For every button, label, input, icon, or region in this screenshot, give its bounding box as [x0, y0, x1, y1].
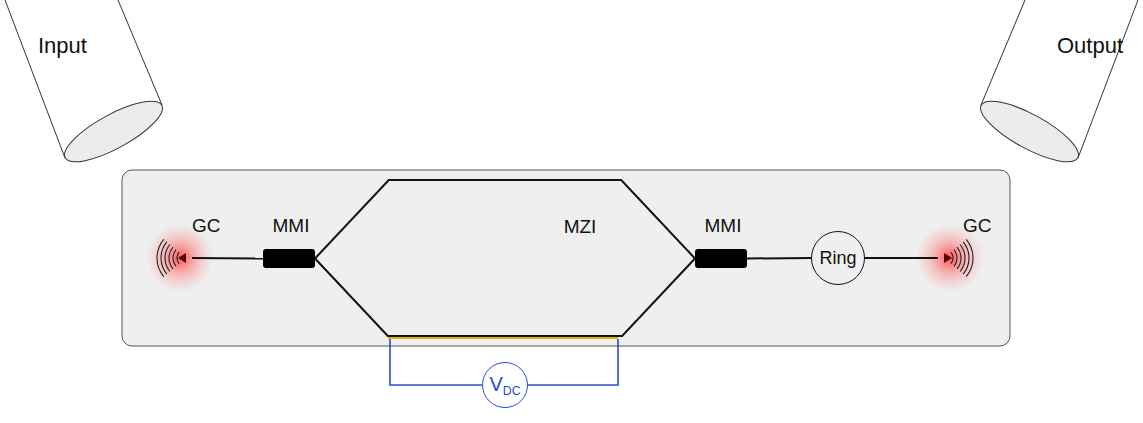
component-label: GC [192, 215, 221, 237]
chip-substrate [122, 170, 1010, 346]
subscript-text: DC [503, 383, 521, 397]
component-label: MMI [705, 215, 742, 237]
symbol-text: V [489, 373, 502, 395]
component-label: MMI [273, 215, 310, 237]
grating-arc [963, 242, 969, 274]
grating-coupler: GC [938, 252, 950, 264]
grating-arc [966, 239, 973, 276]
waveguide [315, 259, 695, 337]
grating-arc [169, 247, 173, 269]
voltage-label: VDC [489, 373, 520, 398]
waveguide [315, 180, 695, 259]
optical-fiber: Output [973, 0, 1143, 165]
grating-arc [165, 245, 170, 272]
symbol-text: Ring [819, 248, 856, 268]
section-label: MZI [564, 216, 597, 238]
ring-label: Ring [819, 248, 856, 269]
fiber-outline [0, 0, 170, 165]
fiber-label: Output [1057, 33, 1123, 59]
fiber-label: Input [38, 33, 87, 59]
grating-arc [161, 242, 167, 274]
grating-arc [954, 250, 957, 267]
voltage-source: VDC [482, 362, 528, 408]
waveguide [192, 257, 263, 260]
component-label: GC [963, 215, 992, 237]
optical-fiber: Input [0, 0, 170, 165]
gc-taper [178, 253, 186, 263]
waveguide [747, 257, 811, 260]
waveguide [865, 257, 938, 259]
gc-taper [944, 253, 952, 263]
grating-arc [960, 245, 965, 272]
grating-arc [157, 239, 164, 276]
grating-coupler: GC [180, 252, 192, 264]
grating-arc [173, 250, 176, 267]
grating-arc [957, 247, 961, 269]
mmi-coupler: MMI [263, 249, 315, 268]
ring-resonator: Ring [811, 231, 865, 285]
fiber-outline [973, 0, 1143, 165]
mmi-coupler: MMI [695, 249, 747, 268]
